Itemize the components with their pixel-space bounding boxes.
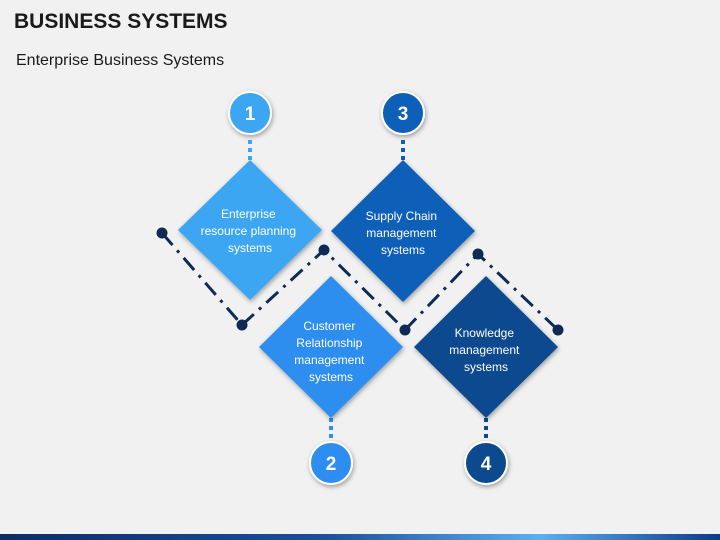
svg-text:Knowledge management: Knowledge management systems	[449, 326, 522, 374]
badge-step-2: 2	[309, 441, 353, 485]
step-1-line: Enterprise	[221, 207, 276, 221]
step-2-line: management	[294, 353, 365, 367]
step-4-line: Knowledge	[455, 326, 515, 340]
page-title: BUSINESS SYSTEMS	[14, 10, 228, 33]
svg-text:Customer Relationship: Customer Relationship management systems	[294, 319, 367, 384]
badge-number: 3	[398, 104, 409, 125]
step-2-line: Customer	[303, 319, 355, 333]
step-2-line: Relationship	[296, 336, 362, 350]
step-1-line: systems	[228, 241, 272, 255]
connector-1-2	[160, 232, 244, 326]
page-subtitle: Enterprise Business Systems	[16, 52, 225, 69]
footer-accent-bar	[0, 534, 720, 540]
connector-node	[318, 244, 330, 256]
step-3-line: management	[366, 226, 437, 240]
connector-nodes	[156, 227, 564, 336]
connector-node	[472, 248, 484, 260]
step-1-line: resource planning	[201, 224, 296, 238]
connector-node	[236, 319, 248, 331]
diamond-step-3: Supply Chain management systems	[331, 160, 475, 302]
connector-node	[156, 227, 168, 239]
badge-step-1: 1	[228, 91, 272, 135]
badge-stems	[248, 140, 488, 440]
diamond-step-1: Enterprise resource planning systems	[178, 160, 322, 300]
step-4-line: management	[449, 343, 520, 357]
step-3-line: Supply Chain	[366, 209, 437, 223]
badge-number: 1	[245, 104, 256, 125]
badge-step-3: 3	[381, 91, 425, 135]
diamond-step-4: Knowledge management systems	[414, 276, 558, 418]
badge-number: 2	[326, 454, 337, 475]
svg-text:Enterprise resource plan: Enterprise resource planning systems	[201, 207, 300, 255]
badge-number: 4	[481, 454, 492, 475]
connector-node	[399, 324, 411, 336]
connector-node	[552, 324, 564, 336]
step-3-line: systems	[381, 243, 425, 257]
step-4-line: systems	[464, 360, 508, 374]
step-2-line: systems	[309, 370, 353, 384]
badge-step-4: 4	[464, 441, 508, 485]
svg-text:Supply Chain management: Supply Chain management systems	[366, 209, 441, 257]
diamond-step-2: Customer Relationship management systems	[259, 276, 403, 418]
